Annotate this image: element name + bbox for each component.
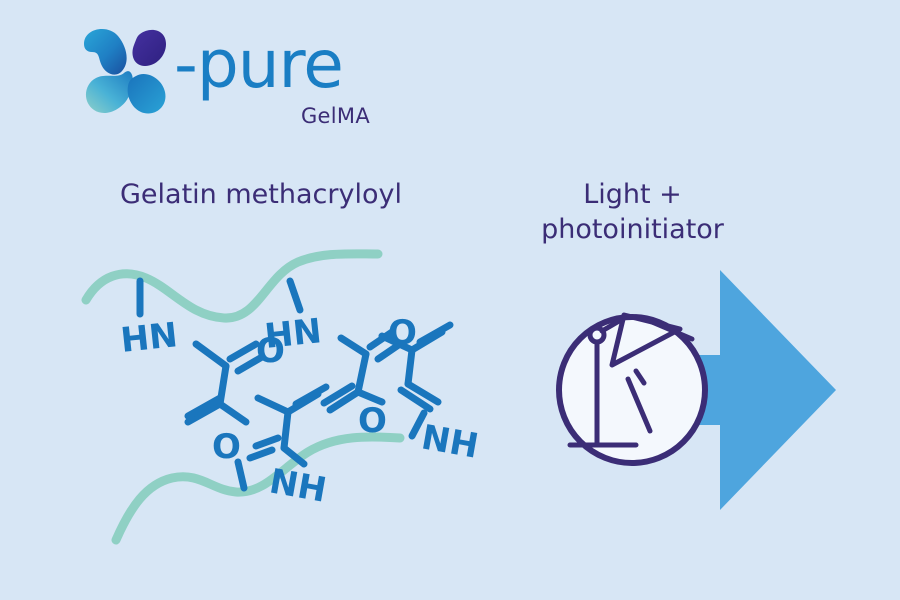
gelatin-methacryloyl-diagram: HN O HN O O NH O NH [60,240,480,550]
atom-label-o-bottom: O [212,427,241,467]
atom-label-o-ester: O [358,401,387,441]
desk-lamp-icon [567,312,695,448]
gelatin-backbone [81,249,405,545]
brand-wordmark: -pure GelMA [174,32,374,132]
caption-light-photoinitiator: Light + photoinitiator [541,179,724,245]
atom-labels: HN O HN O O NH O NH [119,311,480,511]
sub-brand-text: GelMA [300,104,370,128]
methacryloyl-bonds [136,277,454,492]
atom-label-o-center: O [388,313,417,353]
x-pure-mark-icon [78,22,178,122]
atom-label-hn-center: HN [263,311,324,357]
wordmark-text: -pure [174,26,344,103]
brand-logo: -pure GelMA [78,22,378,137]
atom-label-o-left: O [256,331,285,371]
reaction-arrow-icon [600,270,836,510]
atom-label-nh-bottom: NH [266,461,329,510]
atom-label-hn-left: HN [119,315,180,361]
photocrosslinking-step [540,255,870,525]
caption-gelatin-methacryloyl: Gelatin methacryloyl [120,179,402,210]
atom-label-nh-right: NH [418,417,480,466]
